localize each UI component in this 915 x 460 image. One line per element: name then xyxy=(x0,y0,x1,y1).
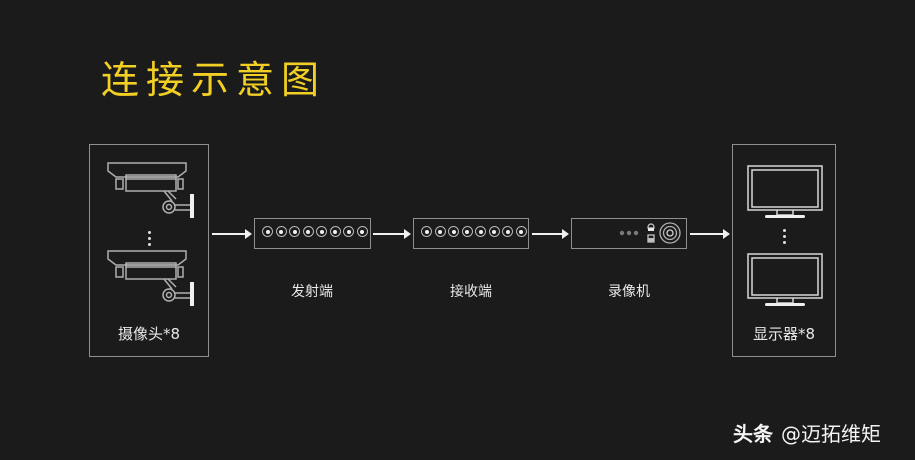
receiver-device xyxy=(413,218,529,249)
cctv-camera-icon xyxy=(107,250,194,306)
arrow-cameras-to-transmitter xyxy=(212,229,252,239)
arrow-receiver-to-dvr xyxy=(532,229,569,239)
monitor-icon xyxy=(747,253,823,306)
arrow-transmitter-to-receiver xyxy=(373,229,411,239)
diagram-title: 连接示意图 xyxy=(101,58,327,102)
dvr-device xyxy=(571,218,687,249)
bnc-ports xyxy=(421,226,527,237)
arrow-dvr-to-monitors xyxy=(690,229,730,239)
monitors-label: 显示器*8 xyxy=(752,325,816,343)
monitors-panel: 显示器*8 xyxy=(732,144,836,357)
watermark-handle: @迈拓维矩 xyxy=(781,422,881,446)
more-cameras-ellipsis xyxy=(148,231,151,246)
receiver-label: 接收端 xyxy=(450,284,492,300)
watermark: 头条 @迈拓维矩 xyxy=(733,418,881,447)
cameras-label: 摄像头*8 xyxy=(117,325,181,343)
bnc-ports xyxy=(262,226,368,237)
watermark-brand: 头条 xyxy=(733,422,773,446)
dvr-icon xyxy=(619,222,681,244)
cctv-camera-icon xyxy=(107,162,194,218)
cameras-panel: 摄像头*8 xyxy=(89,144,209,357)
monitor-icon xyxy=(747,165,823,218)
dvr-label: 录像机 xyxy=(608,284,650,300)
transmitter-label: 发射端 xyxy=(291,284,333,300)
more-monitors-ellipsis xyxy=(783,229,786,244)
transmitter-device xyxy=(254,218,371,249)
